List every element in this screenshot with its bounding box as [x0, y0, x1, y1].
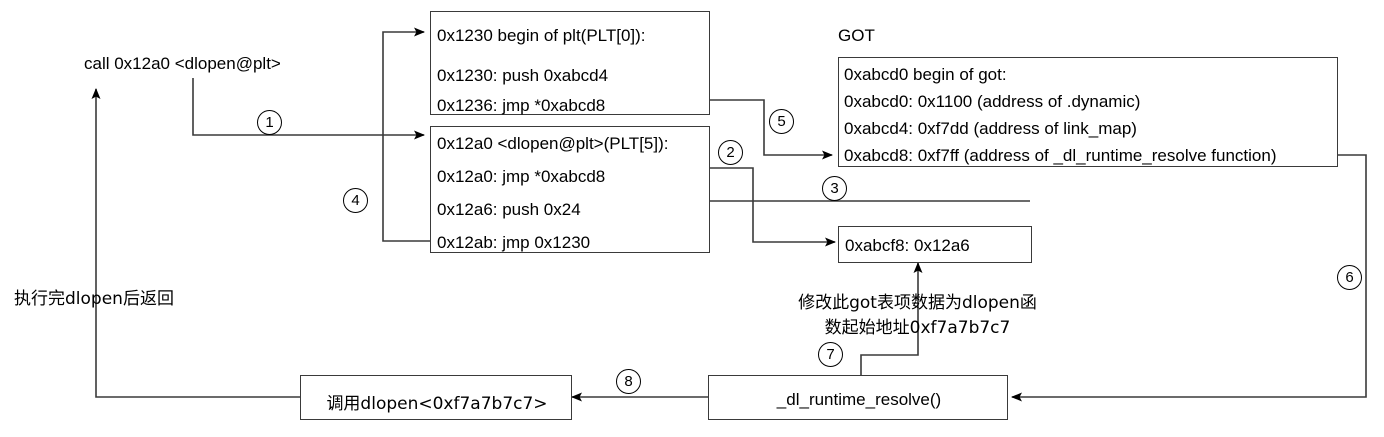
step-marker-8: 8 — [616, 369, 641, 394]
modify-note-line1: 修改此got表项数据为dlopen函 — [798, 293, 1037, 313]
got-header: 0xabcd0 begin of got: — [844, 65, 1007, 84]
step-marker-1: 1 — [257, 110, 282, 135]
plt5-line1: 0x12a0: jmp *0xabcd8 — [437, 167, 606, 186]
plt5-line3: 0x12ab: jmp 0x1230 — [437, 233, 591, 252]
resolver-box[interactable]: _dl_runtime_resolve() — [708, 375, 1008, 420]
plt5-box[interactable]: 0x12a0 <dlopen@plt>(PLT[5]): 0x12a0: jmp… — [430, 126, 710, 253]
plt0-box[interactable]: 0x1230 begin of plt(PLT[0]): 0x1230: pus… — [430, 11, 710, 115]
step-marker-3: 3 — [822, 176, 847, 201]
plt0-line1: 0x1230: push 0xabcd4 — [437, 66, 609, 85]
call-dlopen-text: 调用dlopen<0xf7a7b7c7> — [326, 394, 548, 414]
step-marker-6: 6 — [1337, 265, 1362, 290]
got-entry-box[interactable]: 0xabcf8: 0x12a6 — [838, 226, 1032, 263]
got-line1: 0xabcd0: 0x1100 (address of .dynamic) — [844, 92, 1141, 111]
arrow-step-1 — [192, 78, 425, 140]
plt0-line2: 0x1236: jmp *0xabcd8 — [437, 96, 606, 115]
got-box[interactable]: 0xabcd0 begin of got: 0xabcd0: 0x1100 (a… — [838, 57, 1338, 167]
got-line3: 0xabcd8: 0xf7ff (address of _dl_runtime_… — [844, 146, 1277, 165]
step-marker-2: 2 — [718, 140, 743, 165]
arrow-step-4 — [382, 27, 430, 242]
plt5-header: 0x12a0 <dlopen@plt>(PLT[5]): — [437, 134, 669, 153]
arrow-step-6 — [1011, 154, 1367, 402]
got-entry-text: 0xabcf8: 0x12a6 — [845, 236, 970, 255]
step-marker-5: 5 — [769, 109, 794, 134]
plt0-header: 0x1230 begin of plt(PLT[0]): — [437, 26, 646, 45]
step-marker-4: 4 — [343, 188, 368, 213]
modify-note-line2: 数起始地址0xf7a7b7c7 — [824, 318, 1011, 338]
plt5-line2: 0x12a6: push 0x24 — [437, 200, 581, 219]
return-label: 执行完dlopen后返回 — [14, 289, 174, 309]
resolver-text: _dl_runtime_resolve() — [776, 390, 942, 409]
got-title: GOT — [838, 26, 875, 45]
step-marker-7: 7 — [818, 342, 843, 367]
call-label: call 0x12a0 <dlopen@plt> — [84, 54, 281, 73]
call-dlopen-box[interactable]: 调用dlopen<0xf7a7b7c7> — [300, 375, 572, 420]
got-line2: 0xabcd4: 0xf7dd (address of link_map) — [844, 119, 1137, 138]
arrow-return — [91, 88, 300, 398]
